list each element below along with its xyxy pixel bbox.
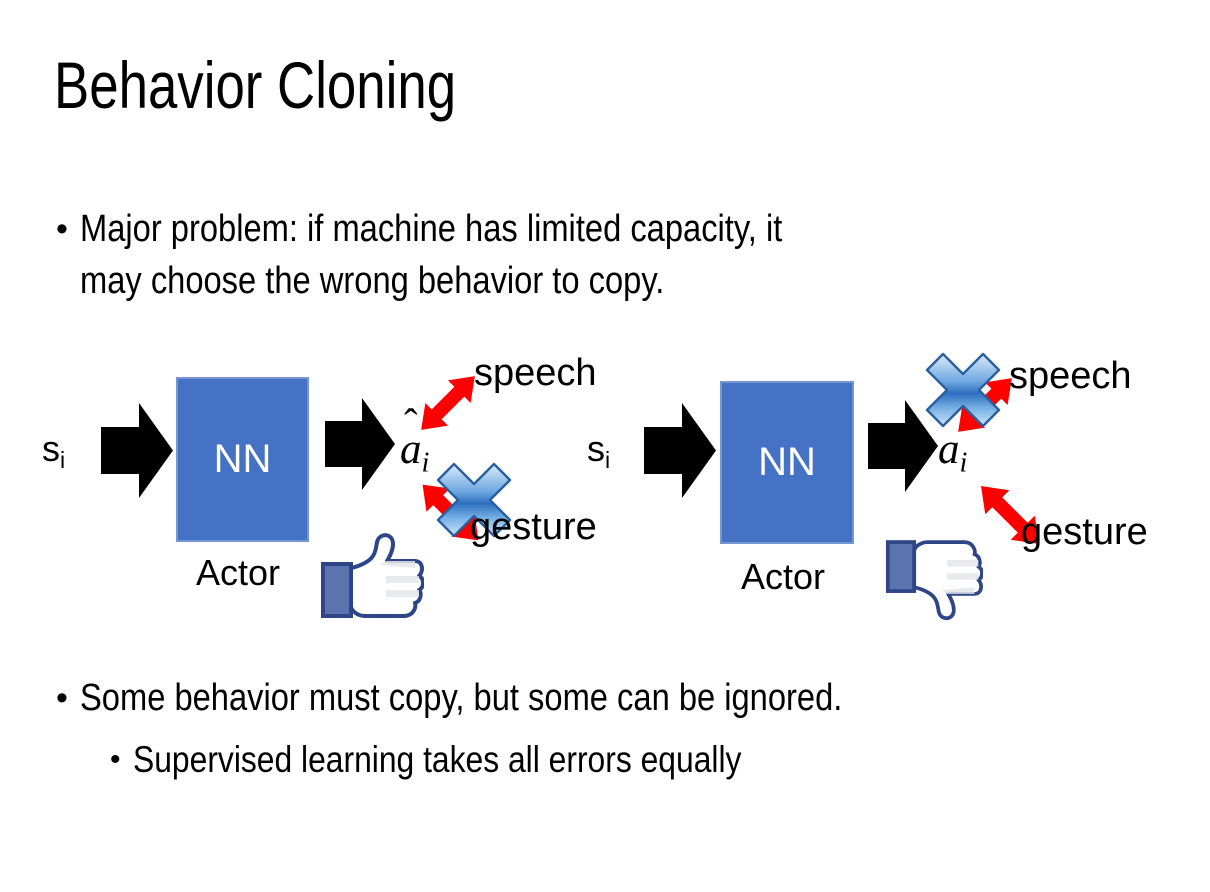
actor-caption-left: Actor: [196, 552, 281, 593]
nn-box-right: NN: [720, 381, 854, 544]
cross-out-icon-gesture-left: [436, 462, 512, 538]
gesture-label-left: gesture: [470, 506, 597, 548]
circumflex-accent-icon: ˆ: [403, 400, 418, 446]
bullet-marker-icon: •: [110, 743, 121, 776]
action-subscript: i: [959, 447, 968, 479]
state-symbol: s: [587, 428, 605, 469]
action-subscript: i: [421, 447, 430, 479]
nn-box-left: NN: [176, 377, 309, 542]
state-label-right: si: [587, 428, 610, 474]
gesture-arrow-right: [981, 486, 1039, 544]
nn-box-label: NN: [213, 437, 272, 481]
state-subscript: i: [605, 446, 611, 473]
state-symbol: s: [42, 428, 60, 469]
bullet-marker-icon: •: [56, 210, 68, 248]
speech-label-right: speech: [1009, 355, 1132, 397]
nn-box-label: NN: [758, 440, 816, 484]
action-base: a: [938, 426, 960, 473]
bullet-supervised-learning: • Supervised learning takes all errors e…: [110, 734, 1190, 786]
output-arrow-left: [325, 398, 395, 490]
bullet-marker-icon: •: [56, 679, 68, 717]
speech-arrow-left: [421, 376, 475, 430]
thumbs-up-icon: [321, 533, 424, 618]
bullet-text: Major problem: if machine has limited ca…: [79, 208, 783, 302]
state-label-left: si: [42, 428, 65, 474]
bullet-text: Some behavior must copy, but some can be…: [79, 677, 843, 719]
thumbs-down-icon: [885, 540, 983, 621]
action-base: a: [400, 426, 422, 473]
speech-label-left: speech: [474, 352, 597, 394]
output-arrow-right: [868, 400, 938, 492]
bullet-text: Supervised learning takes all errors equ…: [132, 739, 741, 780]
bullet-major-problem: • Major problem: if machine has limited …: [56, 203, 1166, 307]
page-title: Behavior Cloning: [54, 48, 457, 122]
cross-out-icon-speech-right: [925, 352, 1001, 428]
input-arrow-right: [644, 403, 716, 498]
input-arrow-left: [101, 403, 173, 498]
actor-caption-right: Actor: [741, 556, 826, 597]
bullet-some-behavior: • Some behavior must copy, but some can …: [56, 672, 1186, 724]
state-subscript: i: [60, 446, 66, 473]
gesture-label-right: gesture: [1021, 511, 1148, 553]
